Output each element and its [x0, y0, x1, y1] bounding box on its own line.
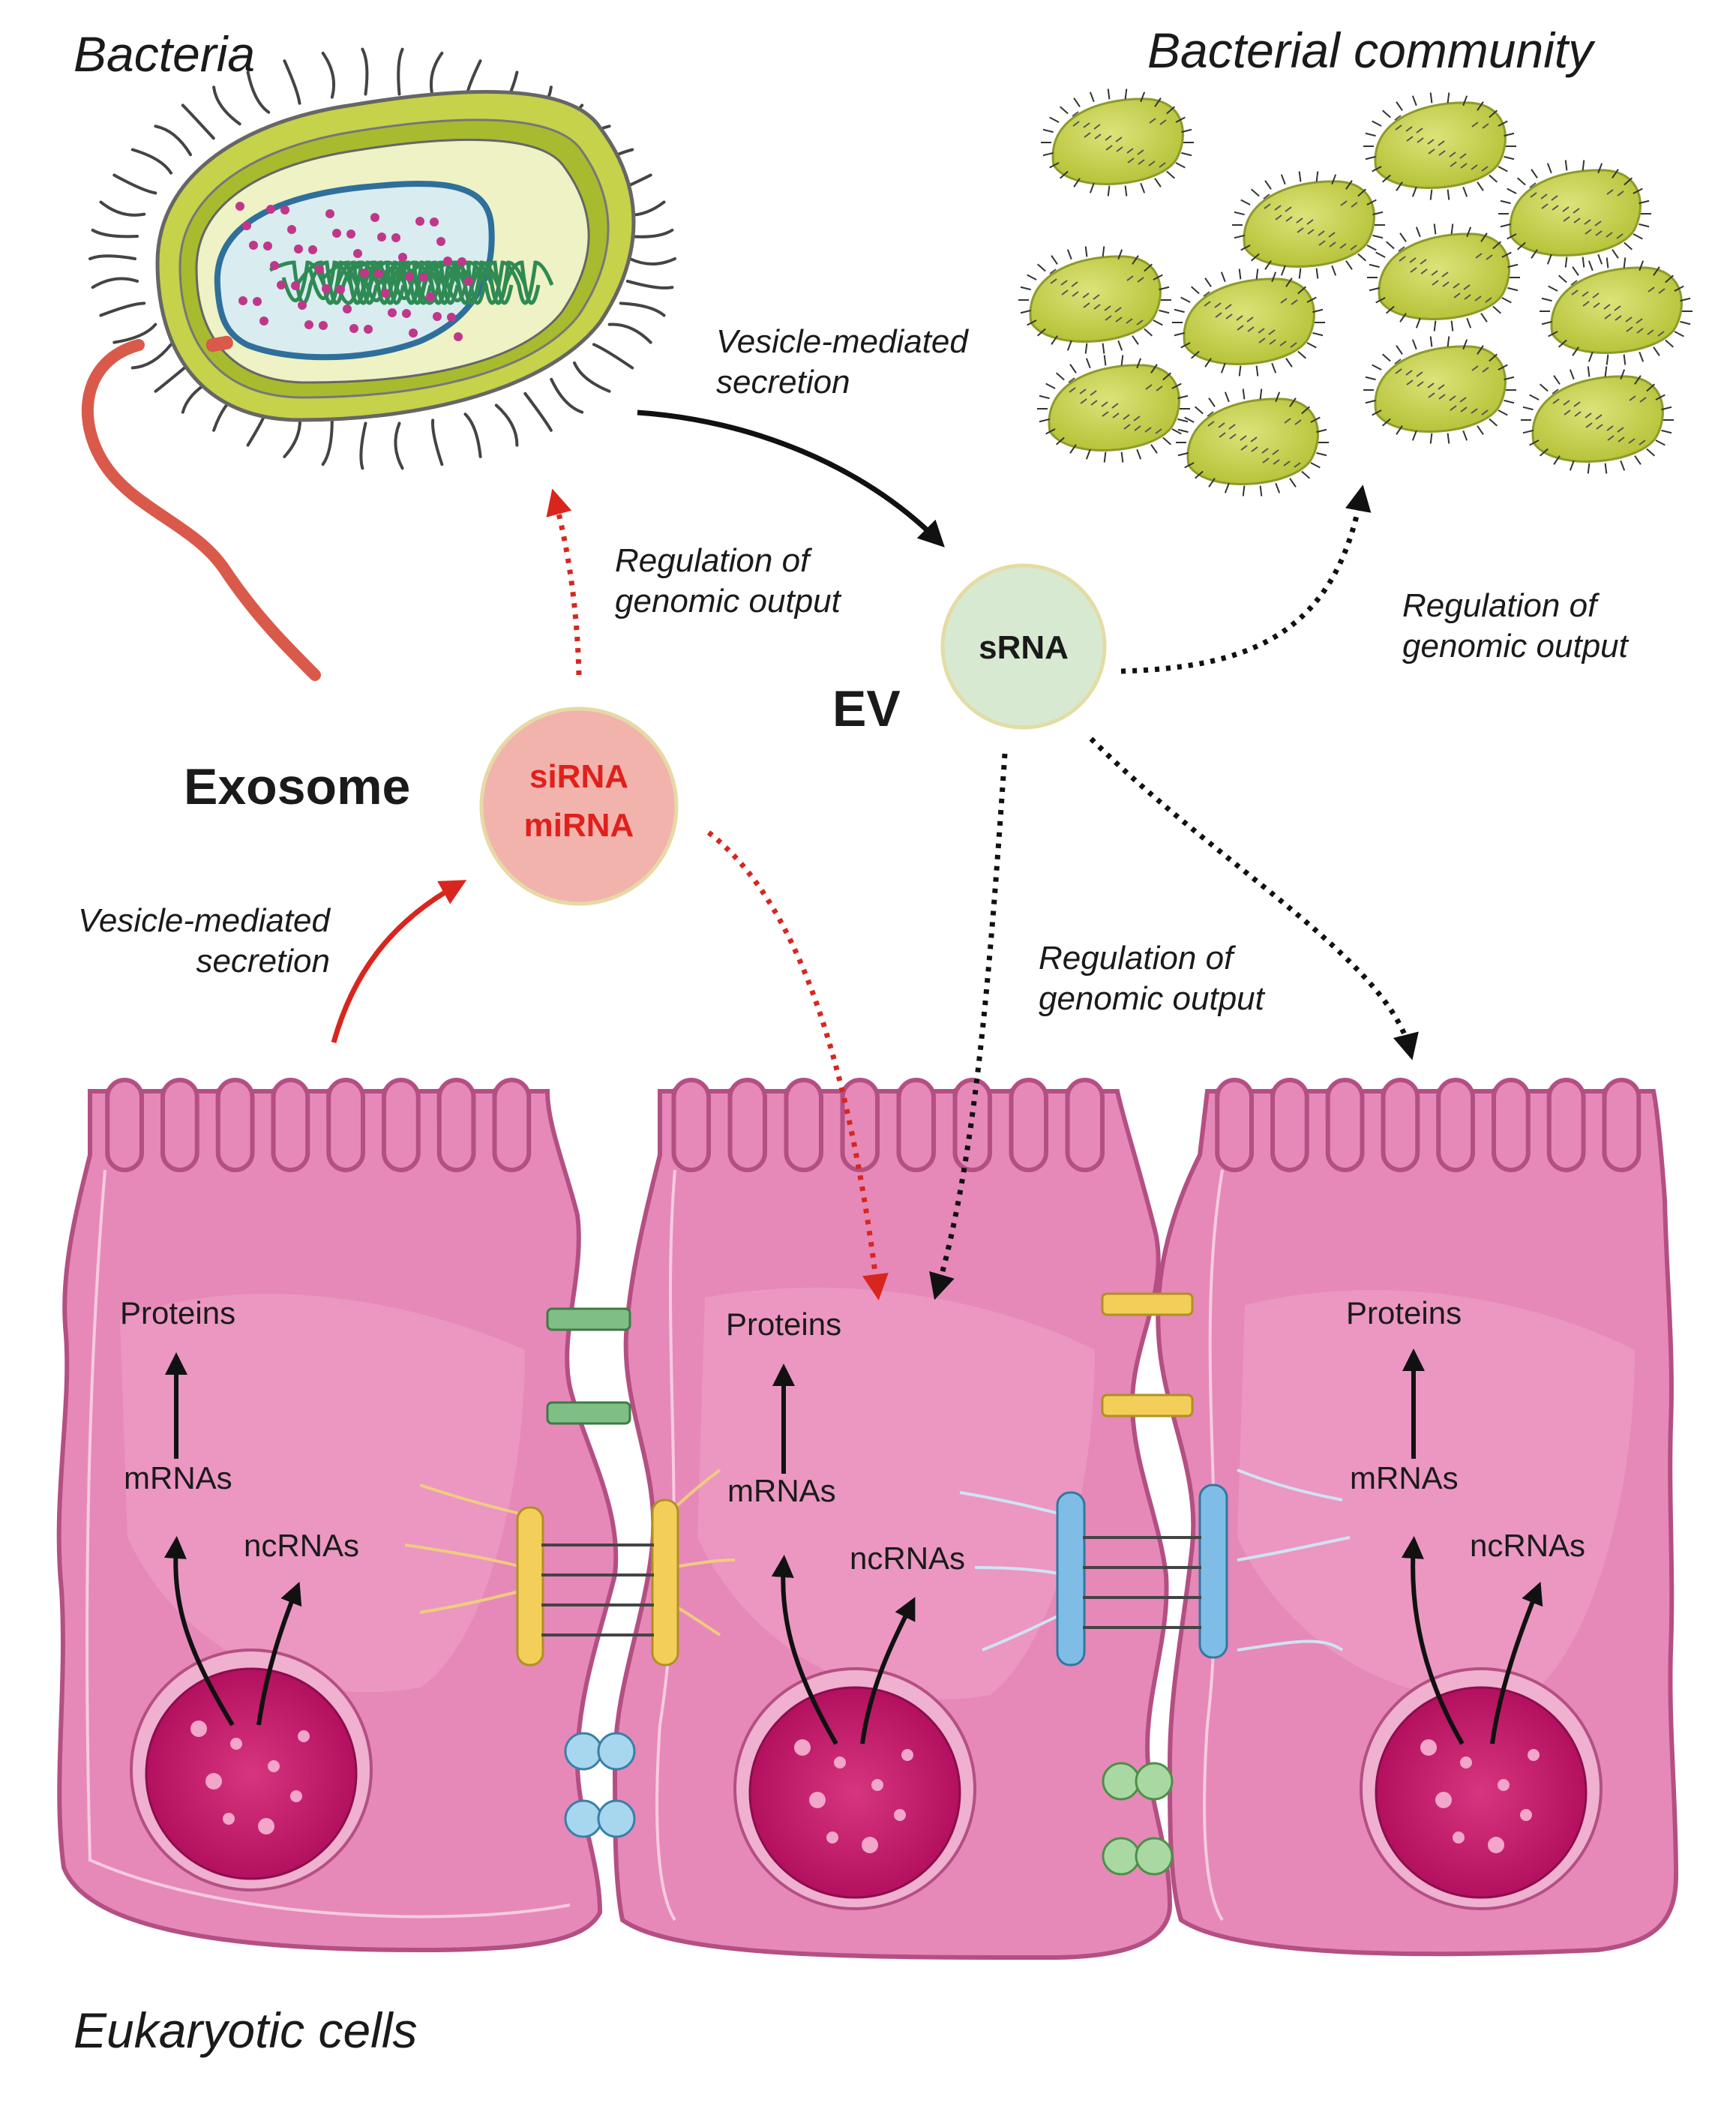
- cell-2-mrnas: mRNAs: [727, 1473, 836, 1508]
- cell-3-proteins: Proteins: [1346, 1295, 1462, 1330]
- caption-bacteria-secretion-line1: Vesicle-mediated: [716, 323, 969, 360]
- cell-1-mrnas: mRNAs: [124, 1460, 232, 1496]
- label-eukaryotic-cells: Eukaryotic cells: [73, 2002, 418, 2058]
- community-bacterium: [1037, 355, 1190, 463]
- community-bacterium: [1363, 92, 1516, 200]
- arrow-ev-to-cell-2: [929, 753, 1008, 1300]
- cell-junctions-right: [959, 1292, 1351, 1876]
- arrow-exosome-to-bacteria: [546, 488, 582, 676]
- community-bacterium: [1232, 171, 1385, 279]
- arrow-bacteria-secretion: [637, 410, 945, 548]
- caption-host-secretion-line1: Vesicle-mediated: [78, 902, 331, 939]
- cell-1-arrow-nucleus-to-ncrna: [256, 1581, 302, 1726]
- caption-regulation-cells-line1: Regulation of: [1039, 940, 1237, 976]
- label-bacterial-community: Bacterial community: [1147, 22, 1596, 78]
- cell-junctions-left: [404, 1307, 736, 1838]
- community-bacterium: [1018, 246, 1171, 354]
- exosome-cargo-sirna: siRNA: [529, 758, 628, 795]
- label-bacteria: Bacteria: [73, 26, 255, 82]
- community-bacterium: [1540, 257, 1693, 365]
- caption-regulation-community-line1: Regulation of: [1402, 587, 1600, 624]
- caption-regulation-cells-line2: genomic output: [1039, 980, 1266, 1017]
- arrow-exosome-to-cell: [706, 830, 889, 1300]
- cell-3-arrow-nucleus-to-ncrna: [1490, 1581, 1543, 1744]
- community-bacterium: [1363, 336, 1516, 444]
- caption-regulation-bacteria-line2: genomic output: [615, 583, 842, 620]
- community-bacterium: [1041, 88, 1194, 196]
- exosome-cargo-mirna: miRNA: [524, 807, 634, 844]
- exosome-vesicle: [479, 706, 679, 906]
- cell-3-arrow-nucleus-to-mrna: [1401, 1536, 1465, 1745]
- cell-1-arrow-nucleus-to-mrna: [163, 1536, 235, 1726]
- cell-2-arrow-nucleus-to-ncrna: [860, 1597, 916, 1744]
- cell-1-proteins: Proteins: [120, 1295, 235, 1330]
- nucleus-cell-3: [1360, 1667, 1603, 1910]
- ev-cargo-srna: sRNA: [979, 629, 1069, 666]
- nucleus-cell-1: [130, 1648, 373, 1892]
- nucleus-cell-2: [733, 1667, 976, 1910]
- arrow-host-secretion: [331, 880, 467, 1043]
- cell-3-mrnas: mRNAs: [1350, 1460, 1459, 1496]
- caption-regulation-community-line2: genomic output: [1402, 628, 1630, 664]
- bacterial-community-illustration: [1018, 88, 1693, 496]
- arrow-ev-to-community: [1120, 484, 1372, 674]
- cell-2-arrow-nucleus-to-mrna: [771, 1555, 838, 1745]
- eukaryotic-cells-illustration: [56, 1078, 1679, 1960]
- community-bacterium: [1367, 224, 1520, 332]
- community-bacterium: [1172, 268, 1325, 376]
- label-ev: EV: [832, 680, 901, 737]
- label-exosome: Exosome: [184, 758, 410, 815]
- caption-host-secretion-line2: secretion: [196, 943, 330, 980]
- cell-3-ncrnas: ncRNAs: [1470, 1528, 1585, 1563]
- caption-bacteria-secretion-line2: secretion: [716, 364, 850, 400]
- community-bacterium: [1521, 366, 1674, 474]
- community-bacterium: [1176, 388, 1329, 496]
- cell-2-proteins: Proteins: [726, 1306, 841, 1342]
- cell-1-ncrnas: ncRNAs: [244, 1528, 359, 1563]
- community-bacterium: [1498, 160, 1651, 268]
- bacterium-illustration: [81, 47, 676, 681]
- arrow-ev-to-cell-3: [1089, 736, 1419, 1060]
- ev-vesicle: [940, 563, 1107, 730]
- cell-2-ncrnas: ncRNAs: [850, 1540, 965, 1576]
- caption-regulation-bacteria-line1: Regulation of: [615, 542, 813, 579]
